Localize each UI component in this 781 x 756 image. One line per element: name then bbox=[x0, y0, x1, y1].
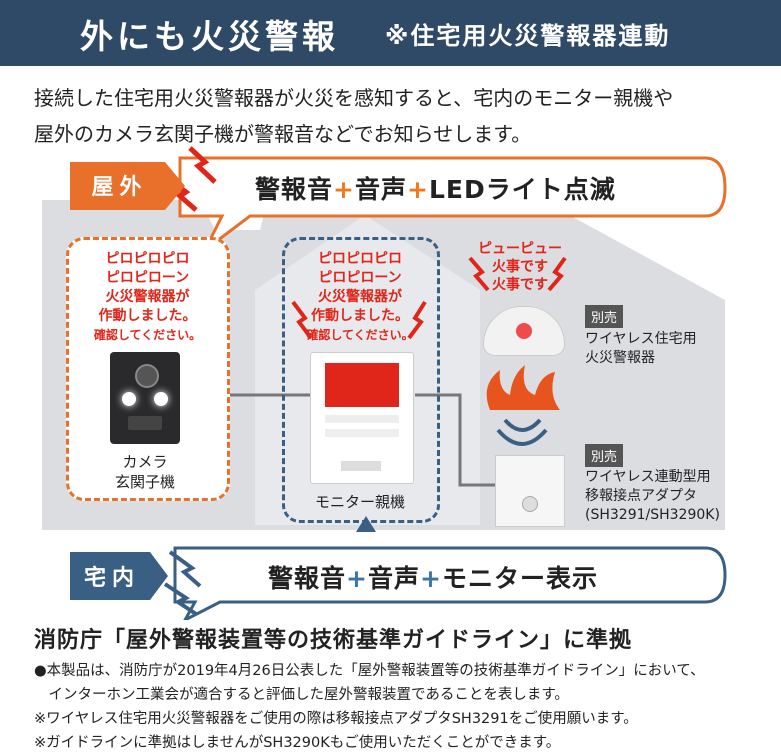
monitor-device bbox=[310, 352, 414, 484]
monitor-buttons-row bbox=[325, 429, 399, 437]
feature-alarm-sound: 警報音 bbox=[255, 175, 334, 204]
label-line: 火災警報器 bbox=[585, 350, 655, 366]
outdoor-tag-shape bbox=[70, 162, 185, 210]
camera-label: カメラ 玄関子機 bbox=[90, 452, 200, 492]
monitor-label: モニター親機 bbox=[314, 493, 405, 511]
label-line: (SH3291/SH3290K) bbox=[585, 507, 720, 523]
label-line: ワイヤレス住宅用 bbox=[585, 331, 697, 347]
intro-line-2: 屋外のカメラ玄関子機が警報音などでお知らせします。 bbox=[34, 122, 532, 146]
alert-line: ピロピロピロ bbox=[318, 251, 402, 267]
plus-sign: + bbox=[419, 564, 442, 593]
monitor-unit-box bbox=[282, 237, 440, 523]
outdoor-features: 警報音+音声+LEDライト点滅 bbox=[255, 170, 616, 206]
monitor-call-button bbox=[341, 461, 381, 471]
alert-line: 火災警報器が bbox=[318, 289, 402, 305]
lightning-icon bbox=[188, 146, 217, 184]
indoor-bubble bbox=[173, 546, 727, 620]
header-bar bbox=[0, 0, 781, 66]
indoor-features: 警報音+音声+モニター表示 bbox=[268, 559, 598, 595]
intro-text: 接続した住宅用火災警報器が火災を感知すると、宅内のモニター親機や 屋外のカメラ玄… bbox=[34, 80, 774, 152]
alert-line: 作動しました。 bbox=[311, 308, 409, 324]
label-line: ワイヤレス連動型用 bbox=[585, 469, 711, 485]
label-line: 移報接点アダプタ bbox=[585, 488, 697, 504]
adapter-label: ワイヤレス連動型用 移報接点アダプタ (SH3291/SH3290K) bbox=[585, 468, 720, 525]
plus-sign: + bbox=[406, 175, 429, 204]
adapter-device bbox=[495, 455, 565, 527]
camera-alert-text: ピロピロピロ ピロピローン 火災警報器が 作動しました。 確認してください。 bbox=[70, 250, 225, 345]
led-light-icon bbox=[122, 392, 136, 406]
sold-separately-badge: 別売 bbox=[585, 305, 624, 328]
alert-line: 確認してください。 bbox=[93, 328, 202, 342]
label-line: カメラ bbox=[122, 453, 168, 471]
alert-line: ピロピロピロ bbox=[105, 251, 190, 267]
feature-voice: 音声 bbox=[367, 564, 420, 593]
sound-line: 火事です bbox=[492, 277, 548, 293]
guideline-notes: ●本製品は、消防庁が2019年4月26日公表した「屋外警報装置等の技術基準ガイド… bbox=[34, 659, 705, 755]
alert-line: 火災警報器が bbox=[105, 289, 190, 305]
feature-monitor-display: モニター表示 bbox=[441, 564, 598, 593]
intro-line-1: 接続した住宅用火災警報器が火災を感知すると、宅内のモニター親機や bbox=[34, 86, 674, 110]
note-line: ※ワイヤレス住宅用火災警報器をご使用の際は移報接点アダプタSH3291をご使用願… bbox=[34, 711, 638, 727]
alarm-indicator-icon bbox=[516, 323, 532, 339]
fire-alarm-device bbox=[483, 306, 565, 356]
feature-led: LEDライト点滅 bbox=[428, 175, 616, 204]
label-line: 玄関子機 bbox=[114, 473, 175, 491]
sound-line: ピューピュー bbox=[478, 241, 562, 257]
lightning-icon bbox=[163, 582, 198, 616]
alarm-sound-text: ピューピュー 火事です 火事です bbox=[470, 240, 570, 294]
lightning-icon bbox=[547, 256, 567, 292]
call-button-icon bbox=[128, 416, 162, 430]
guideline-title: 消防庁「屋外警報装置等の技術基準ガイドライン」に準拠 bbox=[34, 628, 633, 653]
indoor-tag-shape bbox=[70, 552, 168, 600]
wave-icon bbox=[496, 428, 548, 446]
lightning-icon bbox=[407, 300, 427, 340]
lightning-icon bbox=[468, 256, 490, 292]
alert-line: 作動しました。 bbox=[98, 308, 197, 324]
alarm-label: ワイヤレス住宅用 火災警報器 bbox=[585, 330, 697, 368]
sound-line: 火事です bbox=[492, 259, 548, 275]
page-subtitle: ※住宅用火災警報器連動 bbox=[385, 22, 671, 50]
lightning-icon bbox=[168, 550, 202, 588]
fire-icon bbox=[486, 365, 560, 410]
alert-line: ピロピローン bbox=[318, 270, 402, 286]
adapter-button-icon bbox=[522, 496, 538, 512]
lightning-icon bbox=[291, 300, 313, 340]
monitor-screen bbox=[325, 363, 399, 407]
plus-sign: + bbox=[333, 175, 355, 204]
pointer-arrow bbox=[356, 516, 376, 532]
sold-separately-badge: 別売 bbox=[585, 444, 624, 467]
monitor-alert-text: ピロピロピロ ピロピローン 火災警報器が 作動しました。 確認してください。 bbox=[285, 250, 435, 345]
alert-line: 確認してください。 bbox=[306, 328, 414, 342]
outdoor-tag: 屋外 bbox=[91, 175, 148, 200]
note-line: ●本製品は、消防庁が2019年4月26日公表した「屋外警報装置等の技術基準ガイド… bbox=[34, 663, 705, 679]
alert-line: ピロピローン bbox=[105, 270, 190, 286]
feature-voice: 音声 bbox=[354, 175, 407, 204]
camera-device bbox=[110, 352, 180, 444]
led-light-icon bbox=[154, 392, 168, 406]
wave-icon bbox=[503, 418, 542, 432]
indoor-tag: 宅内 bbox=[83, 566, 140, 591]
note-line: インターホン工業会が適合すると評価した屋外警報装置であることを表します。 bbox=[34, 687, 569, 703]
note-line: ※ガイドラインに準拠はしませんがSH3290Kもご使用いただくことができます。 bbox=[34, 735, 561, 751]
monitor-buttons-row bbox=[325, 415, 399, 423]
page-title: 外にも火災警報 bbox=[80, 17, 339, 56]
camera-lens-icon bbox=[135, 364, 159, 388]
feature-alarm-sound: 警報音 bbox=[268, 564, 347, 593]
outdoor-bubble bbox=[178, 156, 727, 252]
plus-sign: + bbox=[346, 564, 368, 593]
